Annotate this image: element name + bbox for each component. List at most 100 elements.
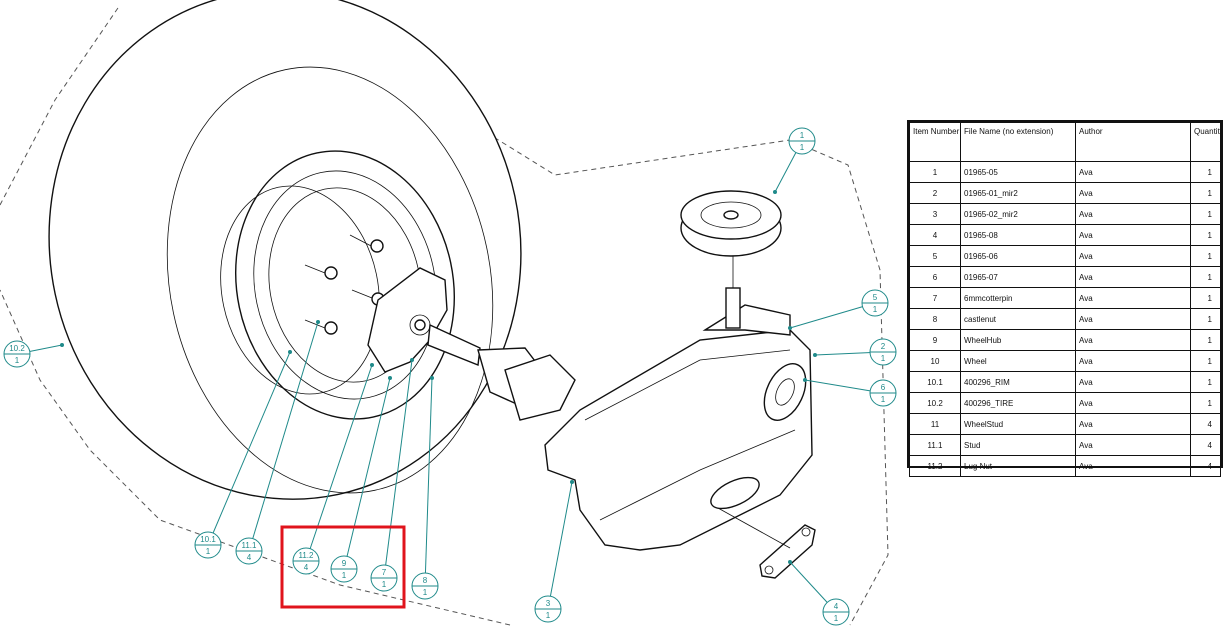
bom-cell-quantity: 1 (1190, 224, 1221, 246)
balloon-item-number: 8 (423, 576, 428, 585)
bom-cell-item: 11.1 (909, 434, 961, 456)
pulley (680, 190, 782, 329)
wheel-assembly (48, 0, 522, 500)
leader-line (424, 377, 433, 587)
bom-cell-file: 400296_RIM (960, 371, 1076, 393)
leader-dot (813, 353, 817, 357)
bom-cell-item: 4 (909, 224, 961, 246)
item-balloon: 41 (822, 598, 850, 626)
bom-header-row: Item Number File Name (no extension) Aut… (909, 122, 1221, 162)
bom-cell-item: 10 (909, 350, 961, 372)
leader-line (547, 481, 573, 610)
bom-cell-author: Ava (1075, 329, 1191, 351)
bom-cell-item: 9 (909, 329, 961, 351)
balloon-leaders (16, 140, 884, 613)
item-balloon: 81 (411, 572, 439, 600)
shift-lever (717, 507, 816, 579)
axle-shaft (427, 323, 576, 421)
item-balloon: 91 (330, 555, 358, 583)
balloon-quantity: 4 (247, 553, 252, 562)
bom-cell-quantity: 1 (1190, 371, 1221, 393)
leader-dot (410, 358, 414, 362)
bom-cell-file: castlenut (960, 308, 1076, 330)
leader-dot (288, 350, 292, 354)
bom-cell-file: 01965-07 (960, 266, 1076, 288)
bom-cell-author: Ava (1075, 392, 1191, 414)
leader-line (248, 321, 319, 552)
balloon-item-number: 11.2 (299, 551, 315, 560)
bom-cell-quantity: 1 (1190, 182, 1221, 204)
bom-cell-item: 7 (909, 287, 961, 309)
bom-cell-file: Lug Nut (960, 455, 1076, 477)
bom-cell-author: Ava (1075, 182, 1191, 204)
balloon-quantity: 1 (206, 547, 211, 556)
balloon-quantity: 1 (342, 571, 347, 580)
leader-dot (788, 560, 792, 564)
item-balloon: 10.11 (194, 531, 222, 559)
bom-cell-quantity: 1 (1190, 161, 1221, 183)
leader-dot (60, 343, 64, 347)
balloon-item-number: 9 (342, 559, 347, 568)
bom-cell-quantity: 1 (1190, 287, 1221, 309)
balloon-item-number: 2 (881, 342, 886, 351)
item-balloon: 71 (370, 564, 398, 592)
leader-dot (430, 376, 434, 380)
gearbox-housing (544, 304, 813, 551)
bom-cell-author: Ava (1075, 266, 1191, 288)
bom-cell-author: Ava (1075, 245, 1191, 267)
bom-cell-file: 6mmcotterpin (960, 287, 1076, 309)
bom-cell-quantity: 4 (1190, 413, 1221, 435)
bom-cell-file: 01965-02_mir2 (960, 203, 1076, 225)
highlight-box (280, 525, 406, 609)
bom-cell-item: 11.2 (909, 455, 961, 477)
item-balloon: 11.14 (235, 537, 263, 565)
item-balloon: 61 (869, 379, 897, 407)
bom-cell-item: 3 (909, 203, 961, 225)
bom-cell-quantity: 1 (1190, 308, 1221, 330)
bom-cell-file: 01965-05 (960, 161, 1076, 183)
balloon-quantity: 1 (873, 305, 878, 314)
bom-cell-file: 01965-08 (960, 224, 1076, 246)
item-balloon: 11 (788, 127, 816, 155)
bom-cell-file: Wheel (960, 350, 1076, 372)
leader-dot (803, 378, 807, 382)
bom-header-author: Author (1075, 122, 1191, 162)
bom-cell-author: Ava (1075, 371, 1191, 393)
bom-cell-quantity: 4 (1190, 455, 1221, 477)
bom-cell-file: Stud (960, 434, 1076, 456)
bom-cell-item: 1 (909, 161, 961, 183)
balloon-quantity: 1 (881, 354, 886, 363)
bom-cell-author: Ava (1075, 203, 1191, 225)
bom-header-quantity: Quantity (1190, 122, 1221, 162)
balloon-item-number: 5 (873, 293, 878, 302)
bom-cell-author: Ava (1075, 224, 1191, 246)
balloon-item-number: 6 (881, 383, 886, 392)
dashed-envelope (0, 4, 889, 626)
item-balloon: 11.24 (292, 547, 320, 575)
leader-dot (570, 480, 574, 484)
balloon-quantity: 1 (15, 356, 20, 365)
leader-dot (773, 190, 777, 194)
leader-line (343, 377, 391, 570)
bom-cell-item: 11 (909, 413, 961, 435)
bom-cell-author: Ava (1075, 413, 1191, 435)
balloon-item-number: 10.1 (200, 535, 216, 544)
bom-cell-quantity: 1 (1190, 203, 1221, 225)
bom-cell-item: 10.1 (909, 371, 961, 393)
leader-dot (316, 320, 320, 324)
bom-cell-item: 8 (909, 308, 961, 330)
leader-dot (370, 363, 374, 367)
item-balloon: 51 (861, 289, 889, 317)
balloon-item-number: 10.2 (9, 344, 25, 353)
bom-cell-quantity: 4 (1190, 434, 1221, 456)
